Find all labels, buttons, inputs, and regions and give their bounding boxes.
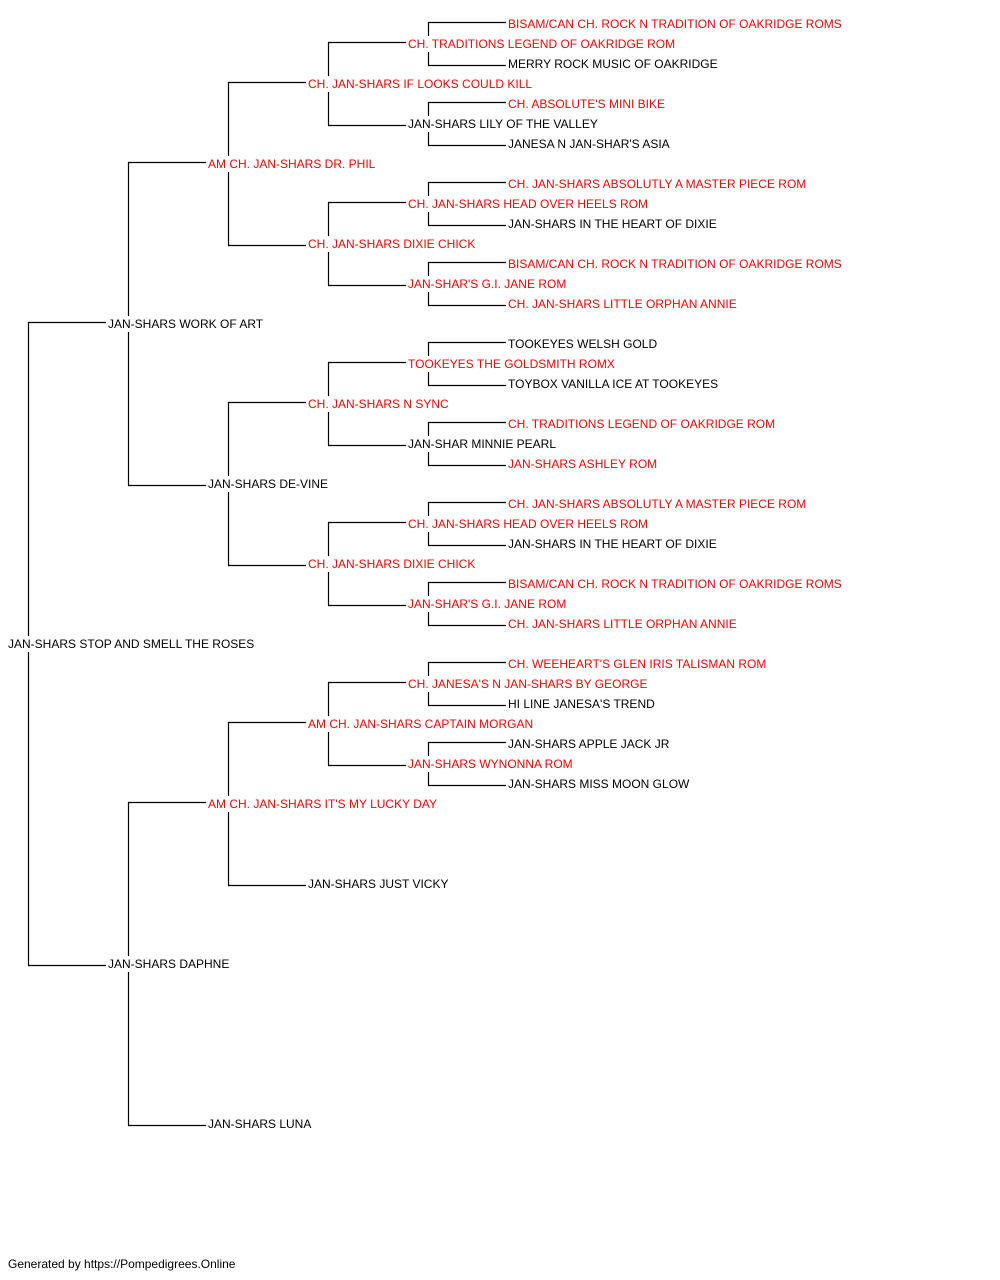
pedigree-ancestor: JAN-SHARS APPLE JACK JR: [508, 737, 672, 751]
pedigree-ancestor: BISAM/CAN CH. ROCK N TRADITION OF OAKRID…: [508, 17, 844, 31]
pedigree-ancestor: CH. ABSOLUTE'S MINI BIKE: [508, 97, 667, 111]
pedigree-ancestor: AM CH. JAN-SHARS CAPTAIN MORGAN: [308, 717, 536, 731]
pedigree-ancestor: CH. WEEHEART'S GLEN IRIS TALISMAN ROM: [508, 657, 769, 671]
pedigree-ancestor: JAN-SHARS JUST VICKY: [308, 877, 451, 891]
pedigree-ancestor: CH. JAN-SHARS HEAD OVER HEELS ROM: [408, 517, 651, 531]
pedigree-ancestor: JAN-SHARS WYNONNA ROM: [408, 757, 575, 771]
pedigree-ancestor: CH. JAN-SHARS N SYNC: [308, 397, 451, 411]
pedigree-ancestor: BISAM/CAN CH. ROCK N TRADITION OF OAKRID…: [508, 257, 844, 271]
pedigree-ancestor: JAN-SHAR MINNIE PEARL: [408, 437, 559, 451]
pedigree-ancestor: TOOKEYES WELSH GOLD: [508, 337, 660, 351]
pedigree-ancestor: JAN-SHARS LUNA: [208, 1117, 314, 1131]
pedigree-ancestor: MERRY ROCK MUSIC OF OAKRIDGE: [508, 57, 720, 71]
pedigree-ancestor: CH. JAN-SHARS DIXIE CHICK: [308, 237, 478, 251]
pedigree-ancestor: JAN-SHAR'S G.I. JANE ROM: [408, 597, 569, 611]
pedigree-ancestor: CH. TRADITIONS LEGEND OF OAKRIDGE ROM: [508, 417, 778, 431]
pedigree-ancestor: HI LINE JANESA'S TREND: [508, 697, 657, 711]
pedigree-ancestor: CH. JAN-SHARS LITTLE ORPHAN ANNIE: [508, 617, 739, 631]
pedigree-ancestor: CH. JAN-SHARS HEAD OVER HEELS ROM: [408, 197, 651, 211]
pedigree-ancestor: TOOKEYES THE GOLDSMITH ROMX: [408, 357, 617, 371]
pedigree-ancestor: CH. JAN-SHARS ABSOLUTLY A MASTER PIECE R…: [508, 497, 809, 511]
pedigree-ancestor: JAN-SHARS WORK OF ART: [108, 317, 266, 331]
pedigree-ancestor: JAN-SHARS IN THE HEART OF DIXIE: [508, 537, 719, 551]
pedigree-ancestor: JAN-SHARS IN THE HEART OF DIXIE: [508, 217, 719, 231]
pedigree-ancestor: CH. TRADITIONS LEGEND OF OAKRIDGE ROM: [408, 37, 678, 51]
pedigree-ancestor: BISAM/CAN CH. ROCK N TRADITION OF OAKRID…: [508, 577, 844, 591]
pedigree-ancestor: JAN-SHARS DAPHNE: [108, 957, 232, 971]
pedigree-ancestor: AM CH. JAN-SHARS DR. PHIL: [208, 157, 378, 171]
pedigree-ancestor: CH. JAN-SHARS IF LOOKS COULD KILL: [308, 77, 535, 91]
generator-credit: Generated by https://Pompedigrees.Online: [8, 1257, 236, 1271]
pedigree-ancestor: JANESA N JAN-SHAR'S ASIA: [508, 137, 672, 151]
pedigree-ancestor: CH. JAN-SHARS DIXIE CHICK: [308, 557, 478, 571]
pedigree-ancestor: CH. JAN-SHARS ABSOLUTLY A MASTER PIECE R…: [508, 177, 809, 191]
pedigree-ancestor: AM CH. JAN-SHARS IT'S MY LUCKY DAY: [208, 797, 440, 811]
pedigree-ancestor: JAN-SHARS ASHLEY ROM: [508, 457, 660, 471]
pedigree-ancestor: JAN-SHARS MISS MOON GLOW: [508, 777, 692, 791]
pedigree-ancestor: CH. JANESA'S N JAN-SHARS BY GEORGE: [408, 677, 650, 691]
pedigree-ancestor: JAN-SHARS LILY OF THE VALLEY: [408, 117, 600, 131]
pedigree-ancestor: JAN-SHAR'S G.I. JANE ROM: [408, 277, 569, 291]
pedigree-ancestor: TOYBOX VANILLA ICE AT TOOKEYES: [508, 377, 721, 391]
pedigree-ancestor: JAN-SHARS DE-VINE: [208, 477, 331, 491]
pedigree-ancestor: CH. JAN-SHARS LITTLE ORPHAN ANNIE: [508, 297, 739, 311]
pedigree-subject: JAN-SHARS STOP AND SMELL THE ROSES: [8, 637, 257, 651]
